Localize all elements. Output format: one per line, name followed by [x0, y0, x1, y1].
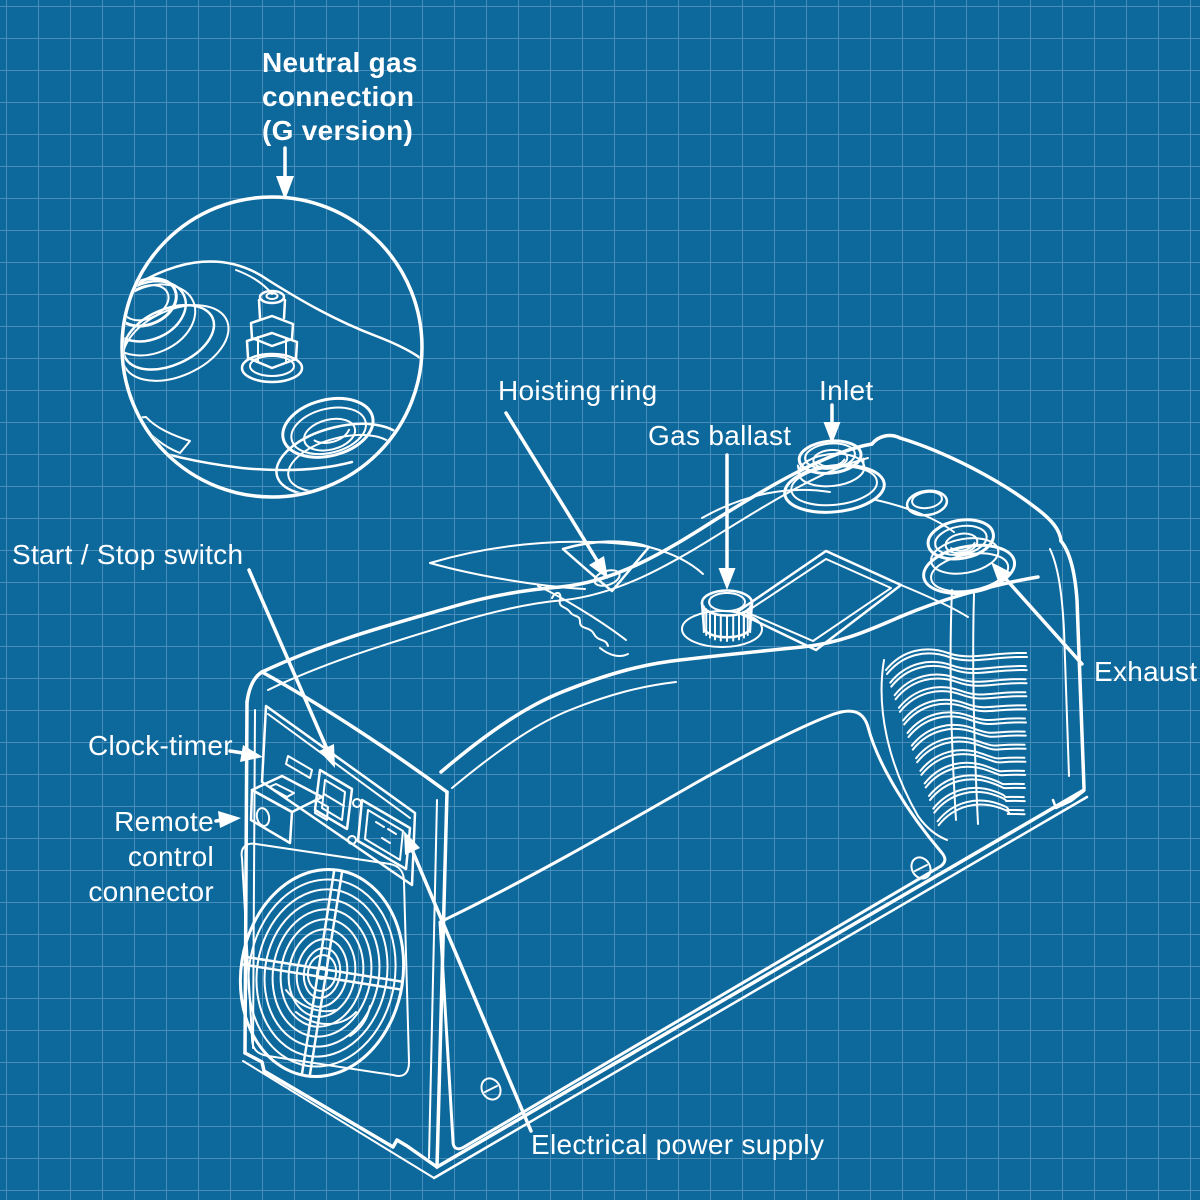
- brand-logo: [537, 585, 629, 657]
- label-clock-timer: Clock-timer: [88, 730, 233, 761]
- hoisting-ring-recess: [429, 540, 704, 593]
- exhaust-port: [922, 518, 1017, 595]
- neutral-gas-fitting: [240, 289, 304, 384]
- gas-ballast-arrow: [718, 453, 736, 590]
- power-supply-arrow: [404, 831, 533, 1133]
- label-exhaust: Exhaust: [1094, 656, 1198, 687]
- oval-plug: [905, 489, 949, 517]
- screw-icon: [480, 856, 932, 1101]
- label-remote-control-connector: Remote control connector: [88, 806, 214, 907]
- inlet-arrow: [823, 403, 841, 444]
- neutral-gas-arrow: [276, 146, 294, 200]
- label-electrical-power-supply: Electrical power supply: [531, 1129, 825, 1160]
- start-stop-rocker: [313, 768, 354, 831]
- detail-view-circle: [120, 195, 424, 499]
- inlet-port: [783, 439, 886, 514]
- clock-timer-arrow: [228, 745, 263, 762]
- label-neutral-gas-connection: Neutral gas connection (G version): [262, 47, 418, 146]
- detail-left-port: [124, 277, 230, 382]
- fan-grille: [238, 842, 410, 1078]
- cooling-ribs: [880, 589, 1028, 841]
- label-hoisting-ring: Hoisting ring: [498, 375, 658, 406]
- label-gas-ballast: Gas ballast: [648, 420, 792, 451]
- remote-connector-box: [249, 774, 329, 845]
- hoisting-ring-arrow: [504, 411, 608, 579]
- leaders: [214, 146, 1084, 1133]
- connector-panel: [249, 704, 417, 887]
- exhaust-arrow: [991, 562, 1084, 666]
- side-door-panel: [438, 709, 947, 1151]
- power-inlet: [356, 798, 412, 871]
- start-stop-arrow: [247, 568, 335, 768]
- label-inlet: Inlet: [819, 375, 874, 406]
- top-raised-panel: [735, 549, 969, 652]
- detail-bottom-port: [275, 397, 407, 495]
- remote-control-arrow: [214, 811, 241, 828]
- clock-timer-slot: [285, 755, 313, 779]
- fan-blades: [285, 989, 371, 1037]
- label-start-stop-switch: Start / Stop switch: [12, 539, 244, 570]
